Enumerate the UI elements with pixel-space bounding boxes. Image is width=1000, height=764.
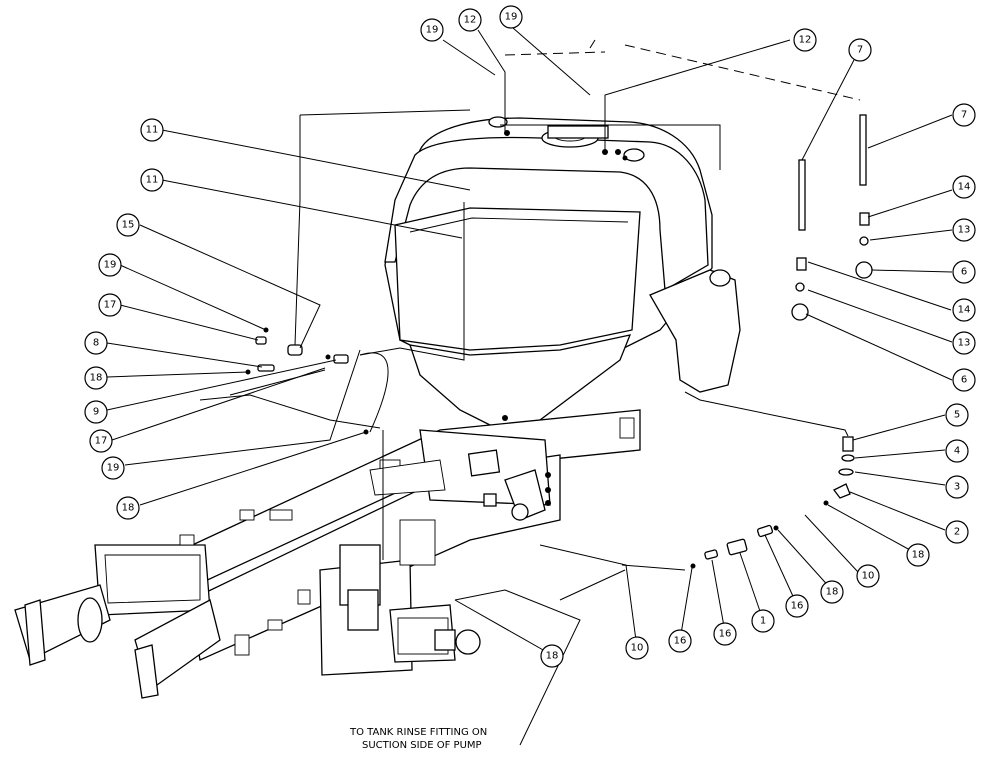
callout-18-left-upper: 18 [84,366,108,390]
svg-text:18: 18 [912,550,925,561]
float-gauges [791,114,873,321]
svg-text:12: 12 [799,35,812,46]
callout-13-right-upper: 13 [952,218,976,242]
callout-7-upper: 7 [848,38,872,62]
callout-12-top-left: 12 [458,8,482,32]
svg-text:19: 19 [104,260,117,271]
callout-12-top-right: 12 [793,28,817,52]
svg-text:13: 13 [958,225,971,236]
callout-4: 4 [945,439,969,463]
svg-text:11: 11 [146,175,159,186]
svg-text:17: 17 [104,300,117,311]
callout-5: 5 [945,403,969,427]
svg-text:5: 5 [954,410,960,421]
svg-text:12: 12 [464,15,477,26]
svg-text:4: 4 [954,446,960,457]
callout-19-top-left: 19 [420,18,444,42]
callout-6-right-upper: 6 [952,260,976,284]
svg-text:19: 19 [426,25,439,36]
svg-text:6: 6 [961,375,967,386]
svg-text:16: 16 [791,601,804,612]
pump-assembly [319,519,481,676]
svg-text:10: 10 [631,643,644,654]
callout-9: 9 [84,400,108,424]
svg-text:9: 9 [93,407,99,418]
svg-text:18: 18 [546,651,559,662]
svg-text:11: 11 [146,125,159,136]
callout-19-top-center: 19 [499,5,523,29]
callout-3: 3 [945,475,969,499]
svg-text:17: 17 [95,436,108,447]
svg-text:14: 14 [958,182,971,193]
right-fittings [690,436,855,569]
svg-text:8: 8 [93,338,99,349]
callout-8: 8 [84,331,108,355]
svg-text:18: 18 [826,587,839,598]
svg-text:16: 16 [674,636,687,647]
note-line-1: TO TANK RINSE FITTING ON [349,727,487,738]
svg-text:18: 18 [122,503,135,514]
svg-text:19: 19 [107,463,120,474]
callout-11-lower: 11 [140,168,164,192]
callout-17-left-upper: 17 [98,293,122,317]
callout-2: 2 [945,520,969,544]
svg-text:19: 19 [505,12,518,23]
callout-14-right-lower: 14 [952,298,976,322]
callout-18-bottom: 18 [540,644,564,668]
callout-18-right-lower: 18 [820,580,844,604]
svg-text:18: 18 [90,373,103,384]
svg-text:1: 1 [760,616,766,627]
svg-text:6: 6 [961,267,967,278]
callout-16-left: 16 [668,629,692,653]
leader-lines [106,27,953,746]
callout-13-right-lower: 13 [952,331,976,355]
callout-1: 1 [751,609,775,633]
svg-text:16: 16 [719,629,732,640]
svg-text:7: 7 [857,45,863,56]
callout-6-right-lower: 6 [952,368,976,392]
tank [384,116,741,431]
callout-19-left-lower: 19 [101,456,125,480]
callout-15: 15 [116,213,140,237]
callout-18-left-lower: 18 [116,496,140,520]
callout-19-left: 19 [98,253,122,277]
svg-text:3: 3 [954,482,960,493]
svg-text:15: 15 [122,220,135,231]
callout-14-right-upper: 14 [952,175,976,199]
svg-text:13: 13 [958,338,971,349]
callout-17-left-lower: 17 [89,429,113,453]
svg-text:14: 14 [958,305,971,316]
svg-text:10: 10 [862,571,875,582]
callout-16-right: 16 [785,594,809,618]
svg-text:2: 2 [954,527,960,538]
note-line-2: SUCTION SIDE OF PUMP [362,740,482,751]
callout-10-right: 10 [856,564,880,588]
callout-10-bottom: 10 [625,636,649,660]
svg-text:7: 7 [961,110,967,121]
callout-16-center: 16 [713,622,737,646]
callout-7-right: 7 [952,103,976,127]
callout-18-right: 18 [906,543,930,567]
callout-11-upper: 11 [140,118,164,142]
